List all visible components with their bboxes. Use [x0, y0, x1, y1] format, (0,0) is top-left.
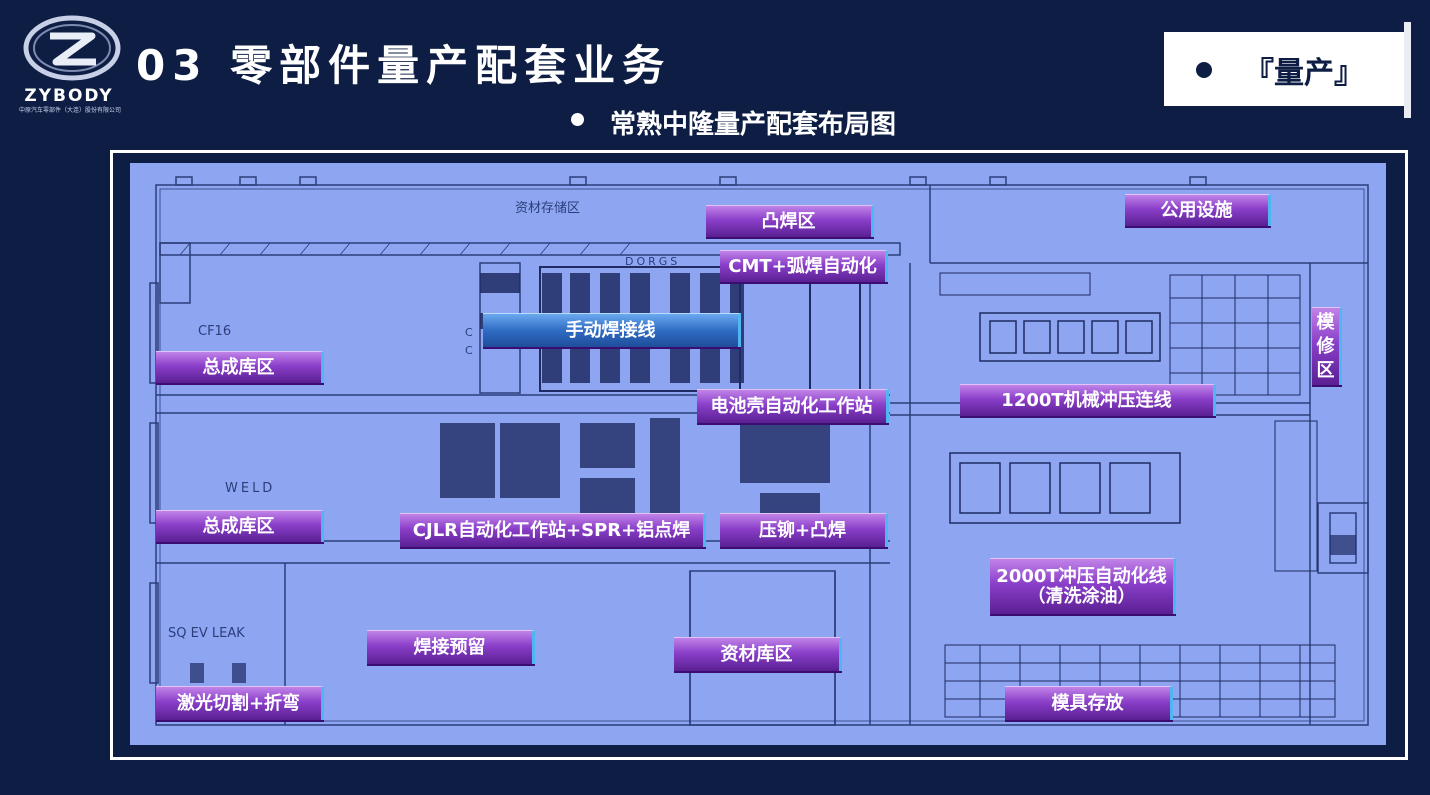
- plan-text-cf16: CF16: [198, 324, 232, 339]
- zone-label-clinching-welding: 压铆+凸焊: [720, 513, 888, 547]
- zone-label-assembly-storage-1: 总成库区: [156, 351, 324, 383]
- subtitle-bullet-icon: [571, 113, 584, 126]
- zone-label-1200t-press-line: 1200T机械冲压连线: [960, 384, 1216, 416]
- zone-label-die-repair: 模修区: [1312, 307, 1342, 385]
- page-title: 03 零部件量产配套业务: [136, 41, 672, 90]
- plan-text-dorgs: DORGS: [625, 255, 681, 268]
- zone-label-2000t-press-line: 2000T冲压自动化线 （清洗涂油）: [990, 558, 1176, 614]
- zone-label-material-storage: 资材库区: [674, 637, 842, 671]
- zone-label-die-storage: 模具存放: [1005, 686, 1173, 720]
- zone-label-battery-case-station: 电池壳自动化工作站: [697, 389, 889, 423]
- tag-box-edge: [1404, 22, 1411, 118]
- zone-label-utilities: 公用设施: [1125, 194, 1271, 226]
- subtitle: 常熟中隆量产配套布局图: [610, 110, 897, 140]
- zone-label-welding-reserved: 焊接预留: [367, 630, 535, 664]
- zone-label-cmt-arc-welding: CMT+弧焊自动化: [720, 250, 888, 282]
- brand-name: ZYBODY: [24, 86, 114, 106]
- plan-text-c2: C: [465, 344, 473, 357]
- plan-text-sq-ev-leak: SQ EV LEAK: [168, 626, 245, 641]
- zone-label-manual-welding-line: 手动焊接线: [483, 313, 741, 347]
- plan-text-material-storage: 资材存储区: [515, 201, 581, 216]
- zone-label-2000t-line-1: 2000T冲压自动化线: [996, 565, 1167, 587]
- plan-text-c1: C: [465, 326, 473, 339]
- tag-bullet-icon: [1196, 62, 1212, 78]
- zone-label-laser-cutting-bending: 激光切割+折弯: [156, 686, 324, 720]
- company-name: 中原汽车零部件（大连）股份有限公司: [18, 107, 121, 114]
- zone-label-projection-welding: 凸焊区: [706, 205, 874, 237]
- zone-label-assembly-storage-2: 总成库区: [156, 510, 324, 542]
- plan-text-weld: WELD: [225, 481, 276, 496]
- tag-label: 『量产』: [1244, 56, 1364, 91]
- zone-label-2000t-line-2: （清洗涂油）: [1027, 585, 1136, 607]
- zybody-logo: [23, 15, 121, 81]
- zone-label-cjlr-station: CJLR自动化工作站+SPR+铝点焊: [400, 513, 706, 547]
